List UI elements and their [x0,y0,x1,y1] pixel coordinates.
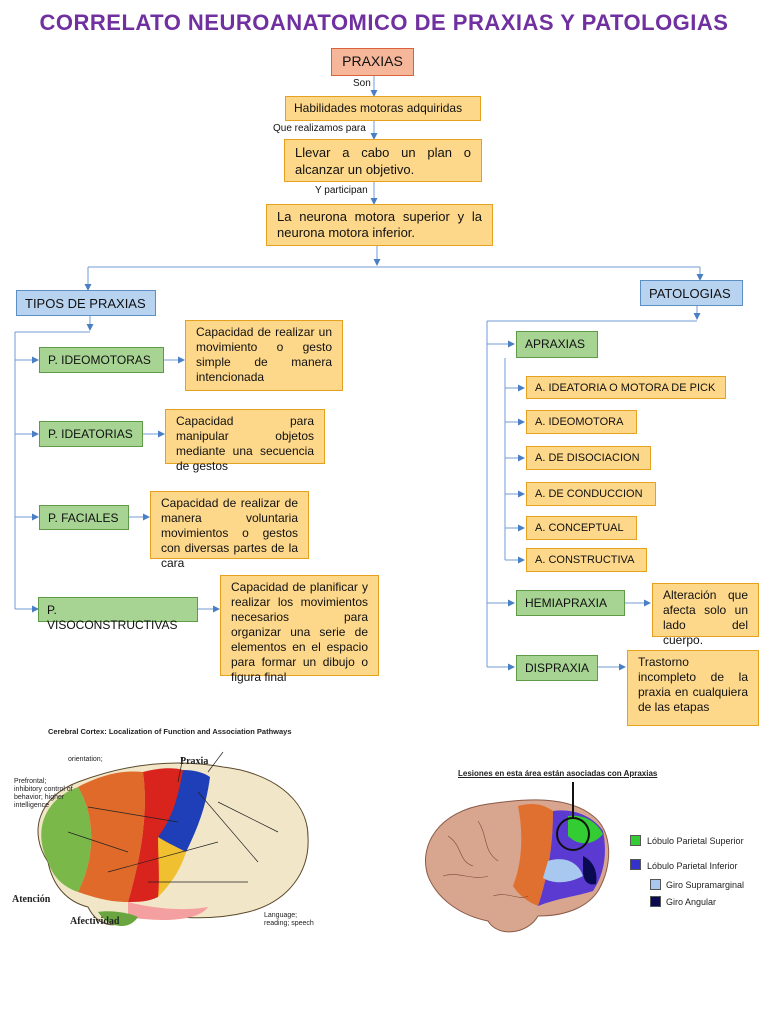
participants-box: La neurona motora superior y la neurona … [266,204,493,246]
apraxias-node: APRAXIAS [516,331,598,358]
page-title: CORRELATO NEUROANATOMICO DE PRAXIAS Y PA… [39,10,729,35]
legend-swatch-angular [650,896,661,907]
brain-label-prefrontal: Prefrontal; inhibitory control of behavi… [14,778,73,809]
brain-apraxia-caption: Lesiones en esta área están asociadas co… [458,769,658,778]
tipo-faciales-desc: Capacidad de realizar de manera voluntar… [150,491,309,570]
tipo-ideatorias: P. IDEATORIAS [39,421,143,447]
definition-box: Habilidades motoras adquiridas [285,96,481,121]
brain-label-language: Language; reading; speech [264,912,314,927]
brain-label-orientation: orientation; [68,756,103,763]
brain-cortex-caption: Cerebral Cortex: Localization of Functio… [48,727,292,736]
apraxia-item-disociacion: A. DE DISOCIACION [526,446,651,470]
brain-apraxia-illustration [425,782,610,933]
hemiapraxia-node: HEMIAPRAXIA [516,590,625,616]
label-y-participan: Y participan [315,185,368,196]
dispraxia-node: DISPRAXIA [516,655,598,681]
brain-apraxia-figure: Lesiones en esta área están asociadas co… [418,766,763,940]
legend-label-angular: Giro Angular [666,897,717,907]
brain-label-praxia: Praxia [180,756,209,767]
apraxia-item-ideomotora: A. IDEOMOTORA [526,410,637,434]
brain-label-afectividad: Afectividad [70,916,120,927]
apraxia-item-constructiva: A. CONSTRUCTIVA [526,548,647,572]
label-que-realizamos: Que realizamos para [273,123,366,134]
legend-label-inferior: Lóbulo Parietal Inferior [647,861,738,871]
brain-cortex-illustration [37,751,309,927]
tipo-visoconstructivas-desc: Capacidad de planificar y realizar los m… [220,575,379,684]
apraxia-item-conduccion: A. DE CONDUCCION [526,482,656,506]
legend-label-superior: Lóbulo Parietal Superior [647,836,744,846]
hemiapraxia-desc: Alteración que afecta solo un lado del c… [652,583,759,647]
tipo-visoconstructivas: P. VISOCONSTRUCTIVAS [38,597,198,632]
tipo-faciales: P. FACIALES [39,505,129,530]
apraxia-item-ideatoria: A. IDEATORIA O MOTORA DE PICK [526,376,726,399]
legend-swatch-supramarginal [650,879,661,890]
dispraxia-desc: Trastorno incompleto de la praxia en cua… [627,650,759,726]
patologias-header: PATOLOGIAS [640,280,743,306]
tipo-ideomotoras-desc: Capacidad de realizar un movimiento o ge… [185,320,343,391]
tipos-header: TIPOS DE PRAXIAS [16,290,156,316]
brain-cortex-figure: Cerebral Cortex: Localization of Functio… [8,712,338,948]
purpose-box: Llevar a cabo un plan o alcanzar un obje… [284,139,482,182]
apraxia-item-conceptual: A. CONCEPTUAL [526,516,637,540]
legend-swatch-inferior [630,859,641,870]
tipo-ideomotoras: P. IDEOMOTORAS [39,347,164,373]
legend-swatch-superior [630,835,641,846]
praxias-root: PRAXIAS [331,48,414,76]
legend-label-supramarginal: Giro Supramarginal [666,880,745,890]
tipo-ideatorias-desc: Capacidad para manipular objetos mediant… [165,409,325,473]
label-son: Son [353,78,371,89]
brain-label-atencion: Atención [12,894,51,905]
